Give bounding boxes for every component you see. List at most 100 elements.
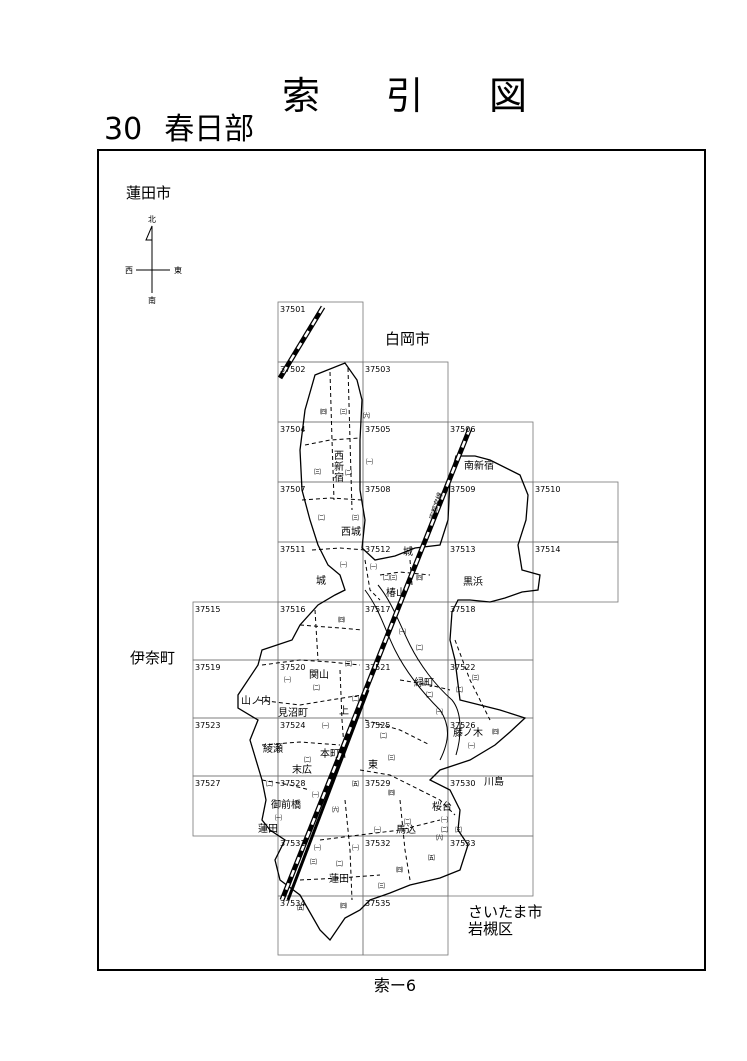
chome-marker: ㈢ [455, 825, 462, 834]
neighbor-ina: 伊奈町 [130, 649, 175, 667]
sheet-label: 37528 [280, 779, 305, 788]
chome-marker: ㈥ [332, 805, 339, 814]
sheet-label: 37529 [365, 779, 390, 788]
title-char-1: 索 [282, 74, 321, 118]
section-name: 春日部 [164, 112, 255, 147]
sheet-label: 37518 [450, 605, 475, 614]
chome-marker: ㈠ [352, 843, 359, 852]
chome-marker: ㈠ [399, 627, 406, 636]
place-yamanouchi: 山ノ内 [241, 694, 271, 707]
sheet-label: 37502 [280, 365, 305, 374]
sheet-label: 37515 [195, 605, 220, 614]
railways [277, 305, 473, 901]
chome-marker: ㈢ [352, 513, 359, 522]
sheet-label: 37511 [280, 545, 305, 554]
chome-marker: ㈡ [416, 643, 423, 652]
sheet-label: 37520 [280, 663, 305, 672]
chome-marker: ㈡ [336, 859, 343, 868]
sheet-label: 37503 [365, 365, 390, 374]
chome-marker: ㈣ [396, 865, 403, 874]
sheet-label: 37521 [365, 663, 390, 672]
place-midoricho: 緑町 [414, 676, 434, 689]
sheet-cell [532, 541, 619, 603]
chome-marker: ㈣ [492, 727, 499, 736]
chome-marker: ㈤ [297, 903, 304, 912]
chome-marker: ㈡ [456, 685, 463, 694]
sheet-label: 37504 [280, 425, 305, 434]
chome-marker: ㈤ [352, 779, 359, 788]
place-higashi: 東 [368, 758, 378, 771]
place-gozenbashi: 御前橋 [271, 798, 301, 811]
place-ayase: 綾瀬 [263, 742, 283, 755]
sheet-label: 37513 [450, 545, 475, 554]
sheet-label: 37532 [365, 839, 390, 848]
chome-marker: ㈢ [345, 659, 352, 668]
chome-marker: ㈣ [338, 615, 345, 624]
chome-marker: ㈣ [416, 573, 423, 582]
page-footer: 索ー6 [373, 976, 417, 995]
place-nishishinjuku-2: 新 [334, 460, 344, 473]
chome-marker: ㈠ [374, 825, 381, 834]
chome-marker: ㈢ [314, 467, 321, 476]
chome-marker: ㈠ [284, 675, 291, 684]
place-sakuradai: 桜台 [432, 800, 452, 813]
section-number: 30 [104, 112, 143, 147]
chome-marker: ㈣ [388, 788, 395, 797]
sheet-label: 37522 [450, 663, 475, 672]
sheet-label: 37527 [195, 779, 220, 788]
place-tsubakiyama: 椿山 [386, 586, 406, 599]
sheet-label: 37523 [195, 721, 220, 730]
sheet-label: 37535 [365, 899, 390, 908]
chome-marker: ㈣ [320, 407, 327, 416]
city-boundary [237, 362, 541, 942]
chome-marker: ㈠ [322, 721, 329, 730]
place-sekiyama: 関山 [309, 669, 329, 681]
place-fujinoki: 藤ノ木 [453, 727, 483, 739]
sheet-grid [192, 301, 619, 956]
chome-marker: ㈣ [340, 901, 347, 910]
sheet-label: 37509 [450, 485, 475, 494]
sheet-label: 37517 [365, 605, 390, 614]
chome-marker: ㈢ [378, 881, 385, 890]
map-frame [97, 149, 706, 971]
place-honcho: 本町 [320, 747, 340, 760]
compass-north: 北 [148, 215, 156, 224]
title-char-2: 引 [385, 74, 424, 118]
chome-marker: ㈡ [352, 694, 359, 703]
chome-marker: ㈡ [380, 731, 387, 740]
place-jo-a: 城 [403, 546, 413, 558]
railway-label: 宇都宮線 [427, 491, 444, 520]
chome-marker: ㈠ [436, 707, 443, 716]
sheet-label: 37510 [535, 485, 560, 494]
chome-marker: ㈢ [390, 573, 397, 582]
chome-marker: ㈠ [370, 562, 377, 571]
neighbor-shiraoka: 白岡市 [385, 330, 430, 348]
sheet-cell [362, 895, 449, 956]
district-boundaries [257, 367, 491, 901]
sheet-label: 37525 [365, 721, 390, 730]
compass-south: 南 [148, 295, 156, 305]
sheet-label: 37519 [195, 663, 220, 672]
chome-marker: ㈠ [340, 560, 347, 569]
chome-marker: ㈠ [312, 790, 319, 799]
sheet-label: 37506 [450, 425, 475, 434]
title-char-3: 図 [488, 74, 527, 118]
chome-marker: ㈡ [441, 825, 448, 834]
sheet-label: 37534 [280, 899, 305, 908]
sheet-label: 37507 [280, 485, 305, 494]
place-hasuda-b: 蓮田 [329, 872, 349, 885]
chome-marker: ㈠ [314, 843, 321, 852]
sheet-label: 37524 [280, 721, 305, 730]
chome-marker: ㈡ [313, 683, 320, 692]
place-jo-b: 城 [316, 575, 326, 587]
neighbor-hasuda: 蓮田市 [126, 184, 171, 202]
chome-marker: ㈤ [428, 853, 435, 862]
place-suehiro: 末広 [292, 763, 312, 776]
chome-marker: ㈡ [404, 817, 411, 826]
chome-marker: ㈢ [472, 673, 479, 682]
place-minumacho: 見沼町 [278, 706, 308, 719]
place-nishishinjuku-3: 宿 [334, 471, 344, 484]
place-minamishinjuku: 南新宿 [464, 459, 494, 472]
page-title: 索 引 図 [282, 72, 527, 120]
